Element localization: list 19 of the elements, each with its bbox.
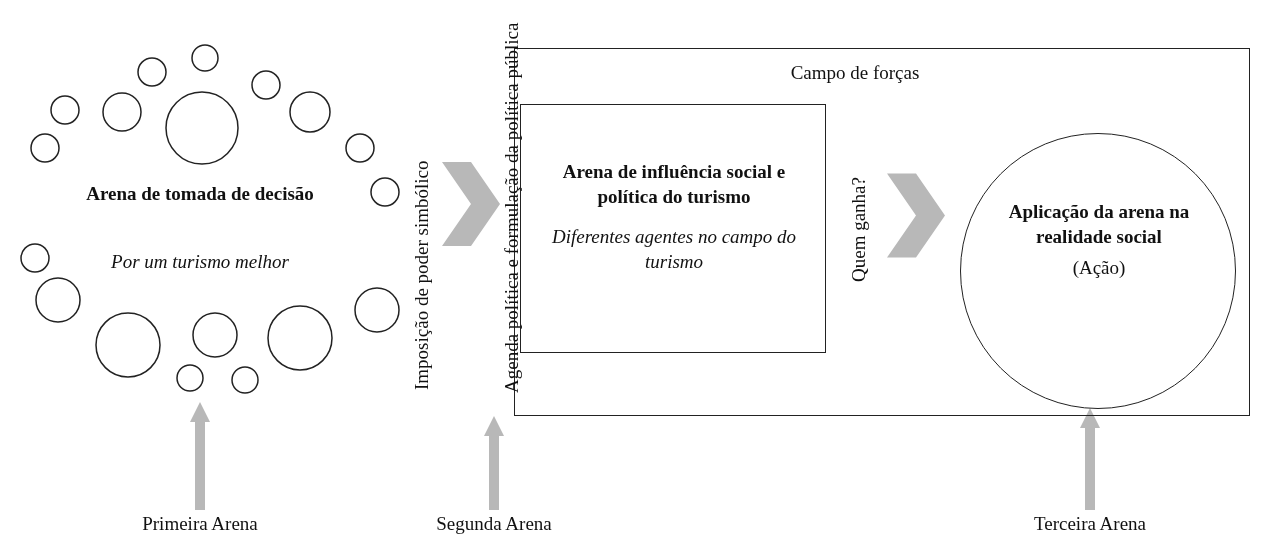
arena-label: Terceira Arena (1032, 512, 1148, 536)
circle-subtitle: (Ação) (1071, 256, 1127, 280)
arena-subtitle: Por um turismo melhor (110, 250, 290, 274)
arena-label: Segunda Arena (435, 512, 553, 536)
arrow (1080, 408, 1100, 510)
field-title: Campo de forças (789, 61, 921, 85)
circle-title: Aplicação da arena na realidade social (1007, 200, 1191, 249)
chevron-arrow (887, 173, 945, 258)
edge-label: Imposição de poder simbólico (411, 159, 433, 392)
rectangle-box (520, 104, 826, 353)
arena-title: Arena de tomada de decisão (85, 182, 315, 206)
chevron-arrow (442, 162, 500, 246)
box-description: Diferentes agentes no campo do turismo (550, 225, 798, 274)
box-title: Arena de influência social e política do turismo (561, 160, 787, 209)
arrow (484, 416, 504, 510)
vertical-caption: Agenda política e formulação da política pública (501, 21, 523, 396)
arena-label: Primeira Arena (141, 512, 259, 536)
arrow (190, 402, 210, 510)
edge-label: Quem ganha? (848, 176, 870, 285)
